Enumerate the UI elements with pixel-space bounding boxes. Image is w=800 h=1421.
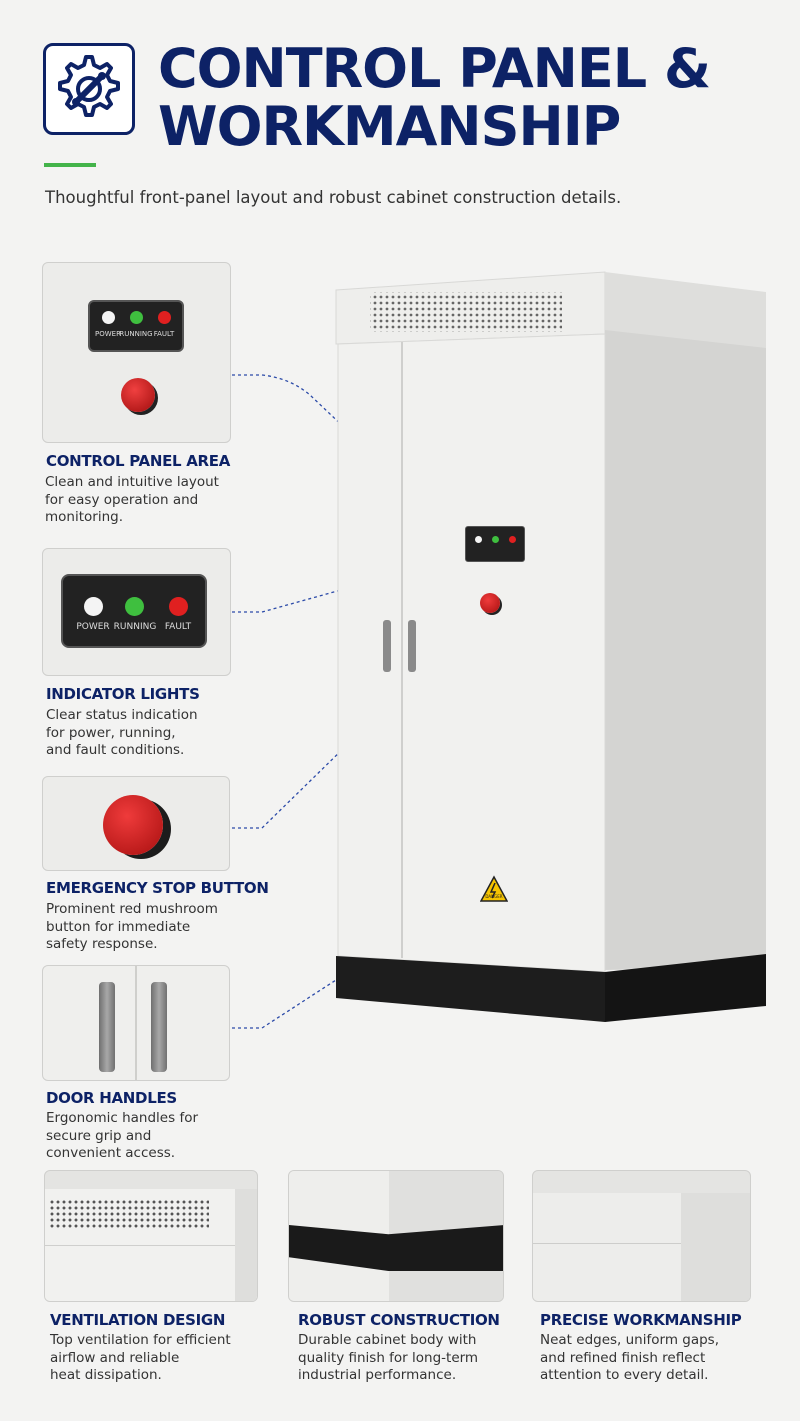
running-label: RUNNING [119,330,153,338]
power-light [475,536,482,543]
feature-title: EMERGENCY STOP BUTTON [46,879,269,897]
running-light [492,536,499,543]
page-title: CONTROL PANEL & WORKMANSHIP [158,37,711,158]
construction-thumbnail [288,1170,504,1302]
power-light [102,311,115,324]
logo-badge [43,43,135,135]
accent-bar [44,163,96,167]
page-subtitle: Thoughtful front-panel layout and robust… [45,188,622,207]
emergency-stop-small [121,378,155,412]
door-handles-thumbnail [42,965,230,1081]
fault-label: FAULT [153,330,175,338]
indicator-panel: POWER RUNNING FAULT [88,300,184,352]
feature-description: Neat edges, uniform gaps,and refined fin… [540,1332,719,1383]
gear-wrench-icon [58,55,120,117]
power-label: POWER [76,622,110,632]
cabinet-emergency-stop [480,593,500,613]
feature-title: ROBUST CONSTRUCTION [298,1311,500,1329]
vent-grille [49,1199,209,1229]
feature-title: INDICATOR LIGHTS [46,685,200,703]
door-handle-right [151,982,167,1072]
fault-light [158,311,171,324]
fault-label: FAULT [164,622,192,632]
indicator-lights-thumbnail: POWER RUNNING FAULT [42,548,231,676]
control-panel-thumbnail: POWER RUNNING FAULT [42,262,231,443]
cabinet-edge-side [681,1193,750,1301]
door-handle-left [99,982,115,1072]
emergency-stop-button [103,795,163,855]
running-label: RUNNING [113,622,157,632]
indicator-panel-large: POWER RUNNING FAULT [61,574,207,648]
power-light [84,597,103,616]
power-label: POWER [95,330,121,338]
emergency-stop-thumbnail [42,776,230,871]
fault-light [169,597,188,616]
cabinet-indicator-panel [465,526,525,562]
feature-title: PRECISE WORKMANSHIP [540,1311,742,1329]
cabinet-illustration: DANGER [330,270,770,1030]
feature-title: CONTROL PANEL AREA [46,452,231,470]
door-gap [135,966,137,1080]
running-light [125,597,144,616]
warning-label: DANGER [485,894,503,899]
panel-seam [45,1245,257,1246]
cabinet-edge-seam [533,1243,750,1244]
feature-title: DOOR HANDLES [46,1089,177,1107]
warning-sign: DANGER [479,875,509,903]
cabinet-side [235,1189,257,1301]
ventilation-thumbnail [44,1170,258,1302]
workmanship-thumbnail [532,1170,751,1302]
feature-title: VENTILATION DESIGN [50,1311,226,1329]
running-light [130,311,143,324]
fault-light [509,536,516,543]
